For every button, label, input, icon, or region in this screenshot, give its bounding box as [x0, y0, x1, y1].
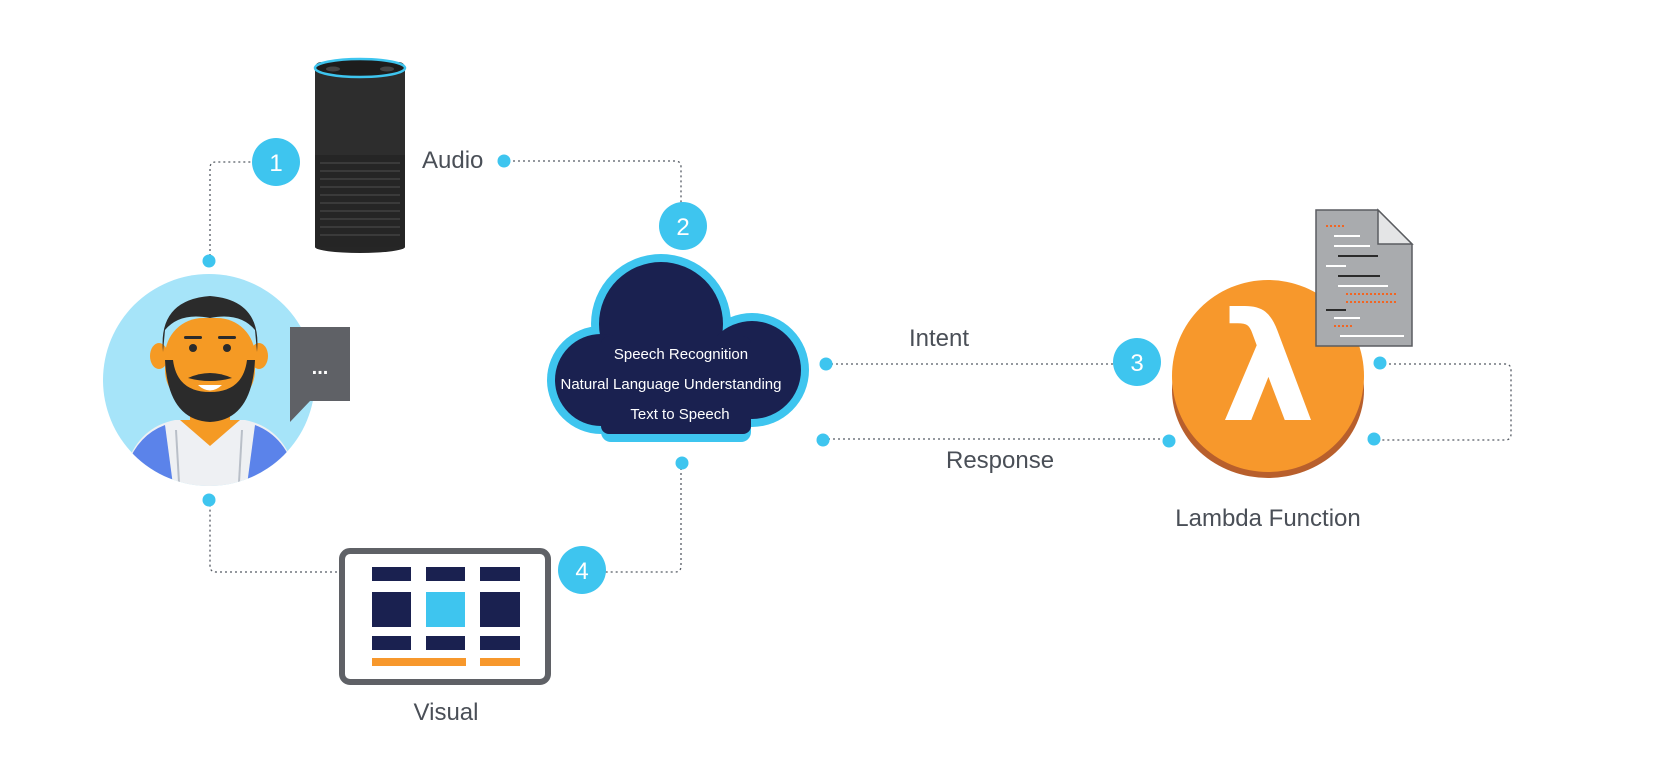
connectors	[209, 160, 1512, 573]
cloud-line-speech-recognition: Speech Recognition	[614, 346, 748, 363]
step-badge-4: 4	[558, 546, 606, 594]
connector-dot	[816, 433, 830, 447]
connector-cloud-to-visual	[600, 463, 682, 573]
connector-lambda-loop	[1373, 363, 1512, 441]
connector-dots	[202, 154, 1387, 507]
user-avatar-icon	[103, 274, 315, 486]
cloud-icon: Speech Recognition Natural Language Unde…	[547, 254, 809, 442]
connector-dot	[675, 456, 689, 470]
step-badge-1: 1	[252, 138, 300, 186]
cloud-line-nlu: Natural Language Understanding	[561, 376, 782, 393]
visual-label: Visual	[414, 699, 479, 726]
step-number: 4	[575, 558, 588, 585]
connector-visual-to-user	[209, 500, 342, 573]
step-badge-2: 2	[659, 202, 707, 250]
response-label: Response	[946, 447, 1054, 474]
connector-dot	[202, 254, 216, 268]
lambda-symbol: λ	[1221, 282, 1316, 456]
audio-label: Audio	[422, 147, 483, 174]
connector-user-to-echo	[209, 161, 258, 261]
echo-speaker-icon	[313, 57, 407, 253]
connector-dot	[819, 357, 833, 371]
intent-label: Intent	[909, 325, 969, 352]
cloud-line-tts: Text to Speech	[630, 406, 729, 423]
step-number: 2	[676, 214, 689, 241]
step-number: 1	[269, 150, 282, 177]
connector-dot	[497, 154, 511, 168]
lambda-function-label: Lambda Function	[1175, 505, 1360, 532]
connector-dot	[1162, 434, 1176, 448]
step-number: 3	[1130, 350, 1143, 377]
connector-dot	[1367, 432, 1381, 446]
speech-bubble-text: ...	[312, 357, 329, 379]
connector-dot	[202, 493, 216, 507]
code-document-icon	[1315, 208, 1414, 347]
connector-dot	[1373, 356, 1387, 370]
connector-audio-to-cloud	[503, 160, 682, 205]
step-badge-3: 3	[1113, 338, 1161, 386]
visual-display-icon	[339, 548, 551, 685]
speech-bubble-icon: ...	[290, 327, 350, 422]
